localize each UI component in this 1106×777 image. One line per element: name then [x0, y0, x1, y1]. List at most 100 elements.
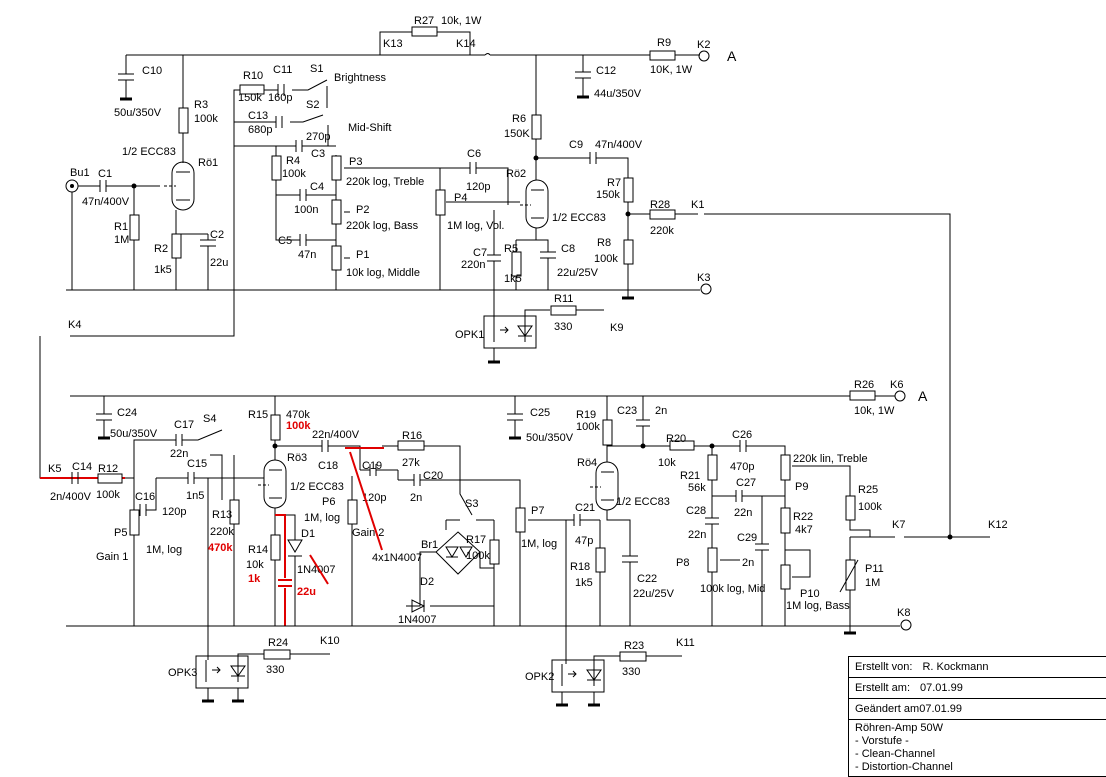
added-cap-value: 22u — [297, 586, 316, 598]
p1-value: 10k log, Middle — [346, 267, 420, 279]
r11-resistor — [550, 305, 577, 316]
r3-value: 100k — [194, 113, 218, 125]
r25-value: 100k — [858, 501, 882, 513]
r15-value: 470k — [286, 409, 310, 421]
p5-ref: P5 — [114, 527, 127, 539]
r22-value: 4k7 — [795, 524, 813, 536]
r16-ref: R16 — [402, 430, 422, 442]
r15-resistor — [270, 414, 281, 441]
r19-ref: R19 — [576, 409, 596, 421]
ro2-label: Rö2 — [506, 168, 526, 180]
r1-resistor — [129, 214, 140, 241]
p11-value: 1M — [865, 577, 880, 589]
d1-diode — [287, 539, 303, 557]
c24-value: 50u/350V — [110, 428, 158, 440]
k11-label: K11 — [676, 637, 695, 649]
r23-ref: R23 — [624, 640, 644, 652]
p9-pot — [780, 454, 791, 481]
r14-ref: R14 — [248, 544, 268, 556]
r11-value: 330 — [554, 321, 572, 333]
r1-value: 1M — [114, 234, 129, 246]
r14-resistor — [270, 534, 281, 561]
c27-ref: C27 — [736, 477, 756, 489]
r21-ref: R21 — [680, 470, 700, 482]
changed-on-value: 07.01.99 — [919, 703, 963, 715]
c9-value: 47n/400V — [595, 139, 643, 151]
p1-pot — [331, 245, 342, 271]
k9-label: K9 — [610, 322, 623, 334]
r15-new-value: 100k — [286, 420, 311, 432]
r16-value: 27k — [402, 457, 420, 469]
p6-value: 1M, log — [304, 512, 340, 524]
gain2-label: Gain 2 — [352, 527, 384, 539]
drawing-title: Röhren-Amp 50W — [855, 722, 944, 734]
c13-ref: C13 — [248, 110, 268, 122]
r27-resistor — [411, 26, 438, 37]
c15-ref: C15 — [187, 458, 207, 470]
r3-ref: R3 — [194, 99, 208, 111]
c1-ref: C1 — [98, 168, 112, 180]
opk1-label: OPK1 — [455, 329, 484, 341]
r14-new-value: 1k — [248, 573, 261, 585]
tube4 — [595, 461, 619, 511]
k4-label: K4 — [68, 319, 81, 331]
c23-ref: C23 — [617, 405, 637, 417]
tube3-type: 1/2 ECC83 — [290, 481, 344, 493]
k2-terminal — [698, 50, 710, 62]
r7-value: 150k — [596, 189, 620, 201]
p10-value: 1M log, Bass — [786, 600, 850, 612]
a-bottom-label: A — [918, 388, 928, 404]
brightness-label: Brightness — [334, 72, 386, 84]
p11-ref: P11 — [865, 563, 884, 575]
r24-ref: R24 — [268, 637, 288, 649]
r13-new-value: 470k — [208, 542, 233, 554]
c19-value: 120p — [362, 492, 386, 504]
r13-value: 220k — [210, 526, 234, 538]
r8-resistor — [623, 239, 634, 265]
p9-ref: P9 — [795, 481, 808, 493]
r14-value: 10k — [246, 559, 264, 571]
c16-ref: C16 — [135, 491, 155, 503]
k6-terminal — [894, 390, 906, 402]
r13-resistor — [229, 499, 240, 525]
drawing-subtitle-1: - Vorstufe - — [855, 735, 909, 747]
r10-ref: R10 — [243, 70, 263, 82]
c18-value: 22n/400V — [312, 429, 360, 441]
r26-ref: R26 — [854, 379, 874, 391]
r18-value: 1k5 — [575, 577, 593, 589]
created-on-value: 07.01.99 — [920, 682, 963, 694]
c12-ref: C12 — [596, 65, 616, 77]
r15-ref: R15 — [248, 409, 268, 421]
c10-value: 50u/350V — [114, 107, 162, 119]
p11-pot — [845, 559, 856, 591]
k7-label: K7 — [892, 519, 905, 531]
s1-label: S1 — [310, 63, 323, 75]
r26-resistor — [849, 390, 876, 401]
created-by-label: Erstellt von: — [855, 661, 913, 673]
c18-ref: C18 — [318, 460, 338, 472]
r12-ref: R12 — [98, 463, 118, 475]
p1-ref: P1 — [356, 249, 369, 261]
drawing-subtitle-2: - Clean-Channel — [855, 748, 936, 760]
p8-ref: P8 — [676, 557, 689, 569]
c6-value: 120p — [466, 181, 490, 193]
r17-value: 100k — [466, 550, 490, 562]
c21-ref: C21 — [575, 502, 595, 514]
gain1-label: Gain 1 — [96, 551, 128, 563]
r19-resistor — [602, 419, 613, 446]
tube4-type: 1/2 ECC83 — [616, 496, 670, 508]
k5-label: K5 — [48, 463, 61, 475]
r9-resistor — [649, 50, 676, 61]
r7-resistor — [623, 177, 634, 203]
clean-channel: R27 10k, 1W K13 K14 R9 10K, 1W K2 A C10 … — [39, 15, 951, 537]
p4-ref: P4 — [454, 192, 467, 204]
p2-ref: P2 — [356, 204, 369, 216]
r19-value: 100k — [576, 421, 600, 433]
k3-terminal — [700, 283, 712, 295]
k6-label: K6 — [890, 379, 903, 391]
c7-value: 220n — [461, 259, 485, 271]
changed-on-label: Geändert am — [855, 703, 920, 715]
k12-label: K12 — [988, 519, 1008, 531]
c22-ref: C22 — [637, 573, 657, 585]
a-top-label: A — [727, 48, 737, 64]
